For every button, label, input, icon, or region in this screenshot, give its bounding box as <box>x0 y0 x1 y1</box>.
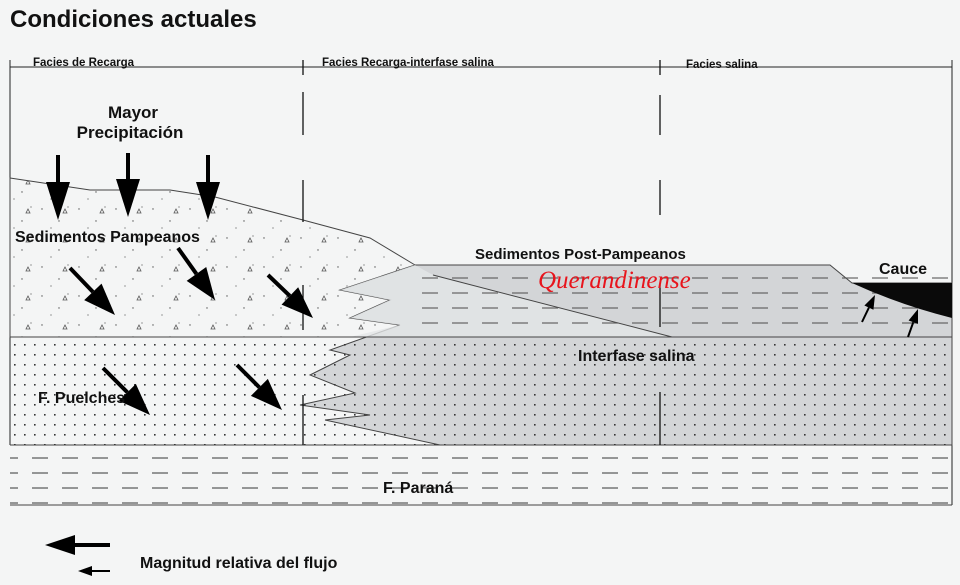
label-post-pampeanos: Sedimentos Post-Pampeanos <box>475 246 686 263</box>
facies-recarga-interfase: Facies Recarga-interfase salina <box>322 57 495 69</box>
precipitation-arrow-icon <box>196 155 220 220</box>
flow-arrow-icon <box>68 266 115 315</box>
discharge-arrow-icon <box>907 309 918 338</box>
flow-arrow-icon <box>101 366 150 415</box>
interfase-dots <box>300 337 952 445</box>
label-cauce: Cauce <box>879 261 927 278</box>
precipitation-arrow-icon <box>46 155 70 220</box>
facies-header: Facies de Recarga Facies Recarga-interfa… <box>9 57 953 505</box>
flow-arrow-icon <box>235 363 282 410</box>
post-pampeano-layer <box>420 267 952 337</box>
label-interfase: Interfase salina <box>578 348 695 365</box>
title: Condiciones actuales <box>10 6 257 33</box>
label-precipitacion: Precipitación <box>77 123 184 142</box>
precipitation-arrow-icon <box>116 153 140 217</box>
cauce-channel <box>852 283 952 318</box>
facies-recarga: Facies de Recarga <box>33 57 135 69</box>
legend: Magnitud relativa del flujo <box>45 535 338 576</box>
label-querandinense: Querandinense <box>538 267 691 294</box>
legend-large-arrow-icon <box>45 535 110 555</box>
legend-text: Magnitud relativa del flujo <box>140 555 338 572</box>
facies-salina: Facies salina <box>686 59 758 71</box>
parana-layer <box>10 445 952 505</box>
label-puelches: F. Puelches <box>38 390 125 407</box>
flow-arrows <box>46 153 918 415</box>
discharge-arrow-icon <box>861 295 875 323</box>
label-parana: F. Paraná <box>383 480 453 497</box>
legend-small-arrow-icon <box>78 566 110 576</box>
flow-arrow-icon <box>266 273 313 318</box>
facies-boundaries <box>302 60 661 445</box>
flow-arrow-icon <box>176 246 215 300</box>
label-pampeanos: Sedimentos Pampeanos <box>15 229 200 246</box>
label-mayor: Mayor <box>108 103 158 122</box>
